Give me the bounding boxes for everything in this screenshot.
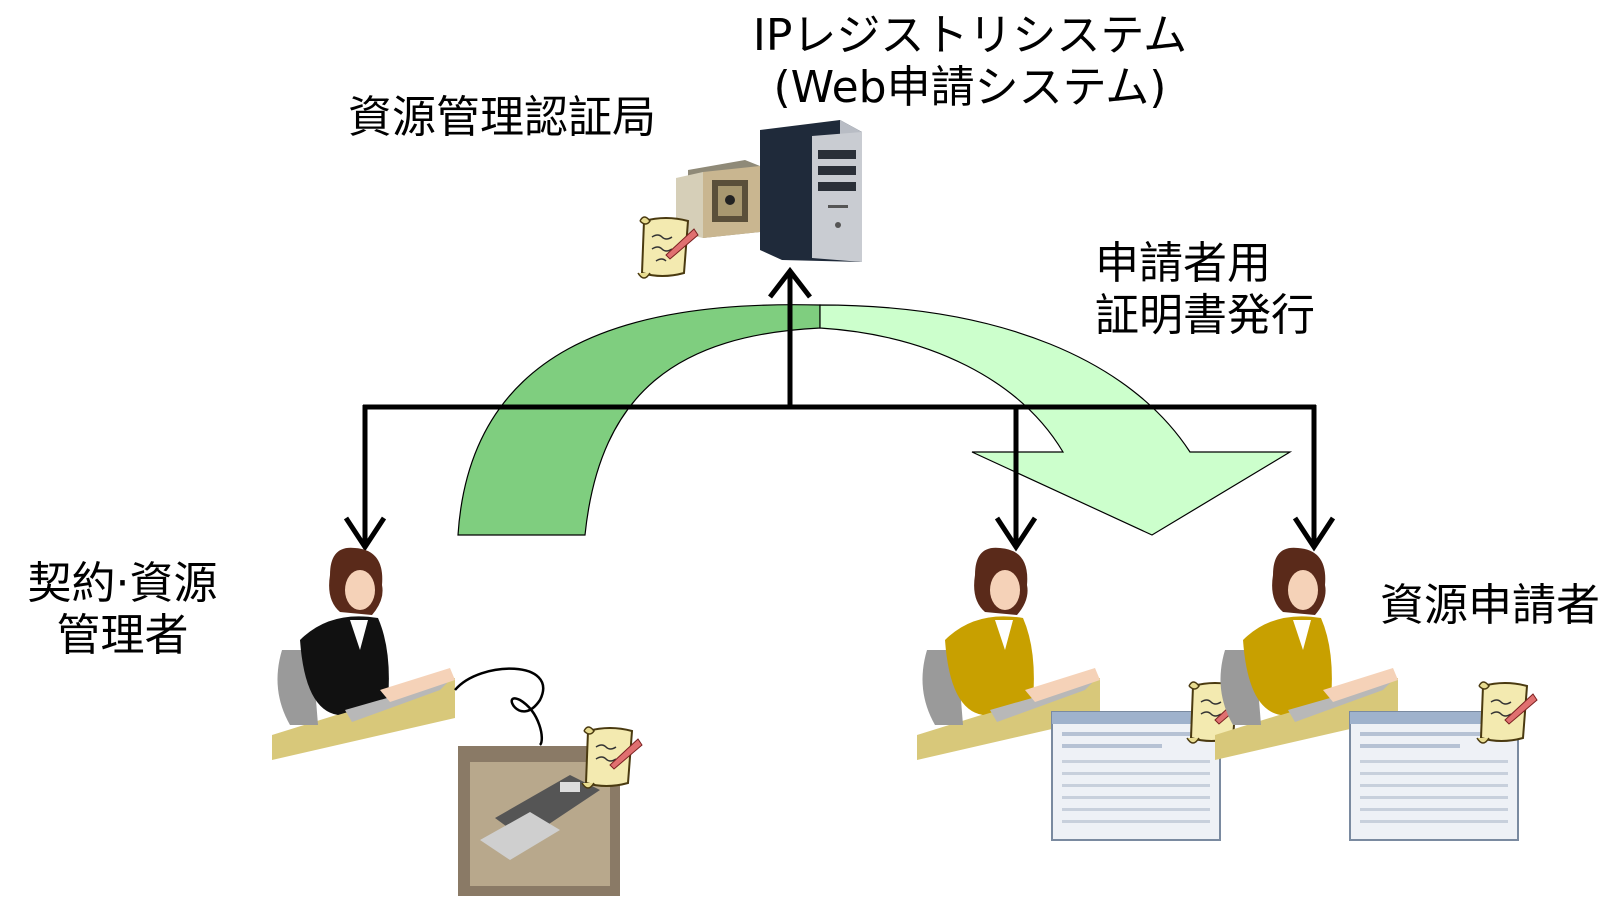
applicant-label: 資源申請者 [1380, 580, 1600, 631]
issuance-arc-left [457, 304, 821, 536]
admin-arrowhead [343, 516, 387, 552]
server-arrowhead [768, 266, 812, 299]
admin-label-line2: 管理者 [56, 610, 189, 661]
ca-label: 資源管理認証局 [348, 92, 656, 143]
safe-icon [676, 160, 760, 238]
system-title-line2: (Web申請システム) [773, 62, 1167, 113]
cert-issue-line2: 証明書発行 [1095, 290, 1315, 341]
certificate-scroll-icon [637, 216, 699, 279]
issuance-arc-right [819, 304, 1293, 536]
applicant2-person-at-desk-icon [1215, 547, 1398, 760]
admin-label: 契約·資源 管理者 [5, 558, 240, 662]
applicant1-person-at-desk-icon [917, 547, 1100, 760]
certificate-scroll-icon [581, 726, 643, 789]
applicant1-arrowhead [994, 516, 1038, 552]
smartcard-cable [454, 667, 545, 746]
system-title: IPレジストリシステム (Web申請システム) [735, 10, 1205, 114]
admin-person-at-desk-icon [272, 547, 455, 760]
cert-issue-line1: 申請者用 [1095, 238, 1271, 289]
applicant2-arrowhead [1292, 516, 1336, 552]
server-tower-icon [760, 120, 862, 262]
certificate-scroll-icon [1476, 681, 1538, 744]
cert-issue-label: 申請者用 証明書発行 [1095, 238, 1315, 342]
connector-arrows [343, 266, 1336, 552]
system-title-line1: IPレジストリシステム [752, 10, 1188, 61]
admin-label-line1: 契約·資源 [27, 558, 218, 609]
